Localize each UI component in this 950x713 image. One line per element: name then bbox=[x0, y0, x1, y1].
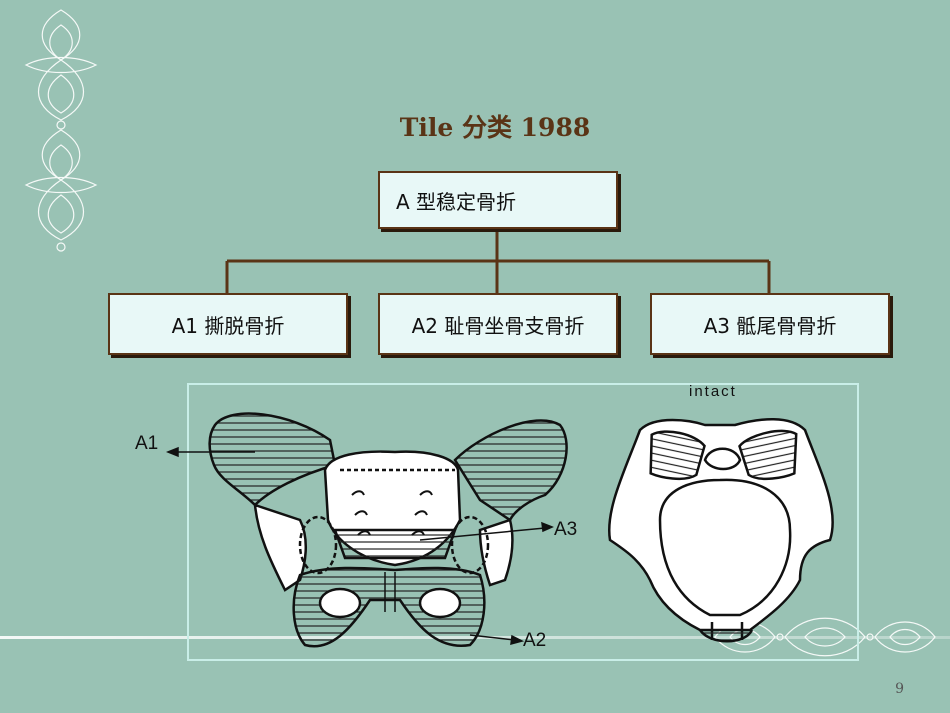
slide-title: Tile 分类 1988 bbox=[399, 113, 591, 142]
label-intact: intact bbox=[689, 383, 737, 400]
root-box-label: A 型稳定骨折 bbox=[396, 189, 517, 214]
right-obturator-foramen bbox=[418, 587, 462, 619]
illustration-frame bbox=[187, 383, 859, 661]
label-a1: A1 bbox=[135, 433, 159, 454]
left-pelvic-wall bbox=[253, 503, 307, 592]
left-iliac-wing bbox=[208, 412, 337, 507]
child-box-a2-label: A2 耻骨坐骨支骨折 bbox=[411, 313, 585, 338]
right-iliac-wing bbox=[453, 419, 568, 522]
page-number: 9 bbox=[895, 681, 904, 697]
pubic-region bbox=[292, 566, 486, 648]
annotation-arrows bbox=[165, 446, 554, 646]
label-a3: A3 bbox=[554, 519, 578, 540]
ornament-left bbox=[24, 9, 98, 252]
pelvic-inlet bbox=[658, 478, 792, 617]
left-obturator-foramen bbox=[318, 587, 362, 619]
pelvis-front-view bbox=[208, 412, 568, 648]
label-a2: A2 bbox=[523, 630, 547, 651]
root-box: A 型稳定骨折 bbox=[378, 171, 618, 229]
pelvis-inlet-view bbox=[607, 418, 834, 643]
sacral-promontory bbox=[703, 447, 742, 471]
child-box-a3: A3 骶尾骨骨折 bbox=[650, 293, 890, 355]
child-box-a3-label: A3 骶尾骨骨折 bbox=[703, 313, 837, 338]
child-box-a1-label: A1 撕脱骨折 bbox=[171, 313, 285, 338]
child-box-a2: A2 耻骨坐骨支骨折 bbox=[378, 293, 618, 355]
child-box-a1: A1 撕脱骨折 bbox=[108, 293, 348, 355]
